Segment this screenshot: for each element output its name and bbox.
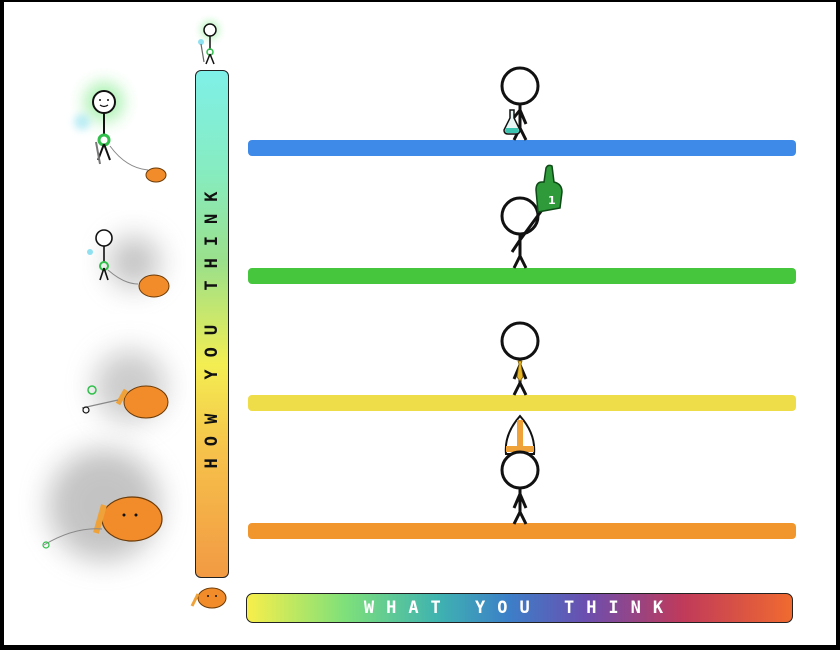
shelf-yellow [248,395,796,411]
large-smoky-blob [42,449,163,561]
what-you-think-label: WHAT YOU THINK [363,598,676,618]
foam-finger-number: 1 [548,194,556,207]
shelf-green [248,268,796,284]
glowing-figure-with-blob [74,82,167,183]
diagram-canvas: HOW YOU THINK WHAT YOU THINK 1 [4,2,836,645]
shelf-orange [248,523,796,539]
how-you-think-label: HOW YOU THINK [202,179,222,469]
foam-finger-icon: 1 [535,164,563,213]
figure-fan: 1 [500,164,563,269]
blob-small-bottom [190,587,227,609]
what-you-think-axis: WHAT YOU THINK [246,593,793,623]
mitre-hat-icon [504,414,536,455]
figure-scientist [500,66,540,141]
tie-icon [516,360,524,382]
figure-bishop [500,414,540,525]
figure-with-smoky-blob [87,229,170,298]
how-you-think-axis: HOW YOU THINK [195,70,229,578]
shelf-blue [248,140,796,156]
blob-leading-figure [81,350,169,422]
figure-businessman [500,321,540,396]
glowing-figure-small [198,21,219,65]
flask-icon [503,109,521,135]
